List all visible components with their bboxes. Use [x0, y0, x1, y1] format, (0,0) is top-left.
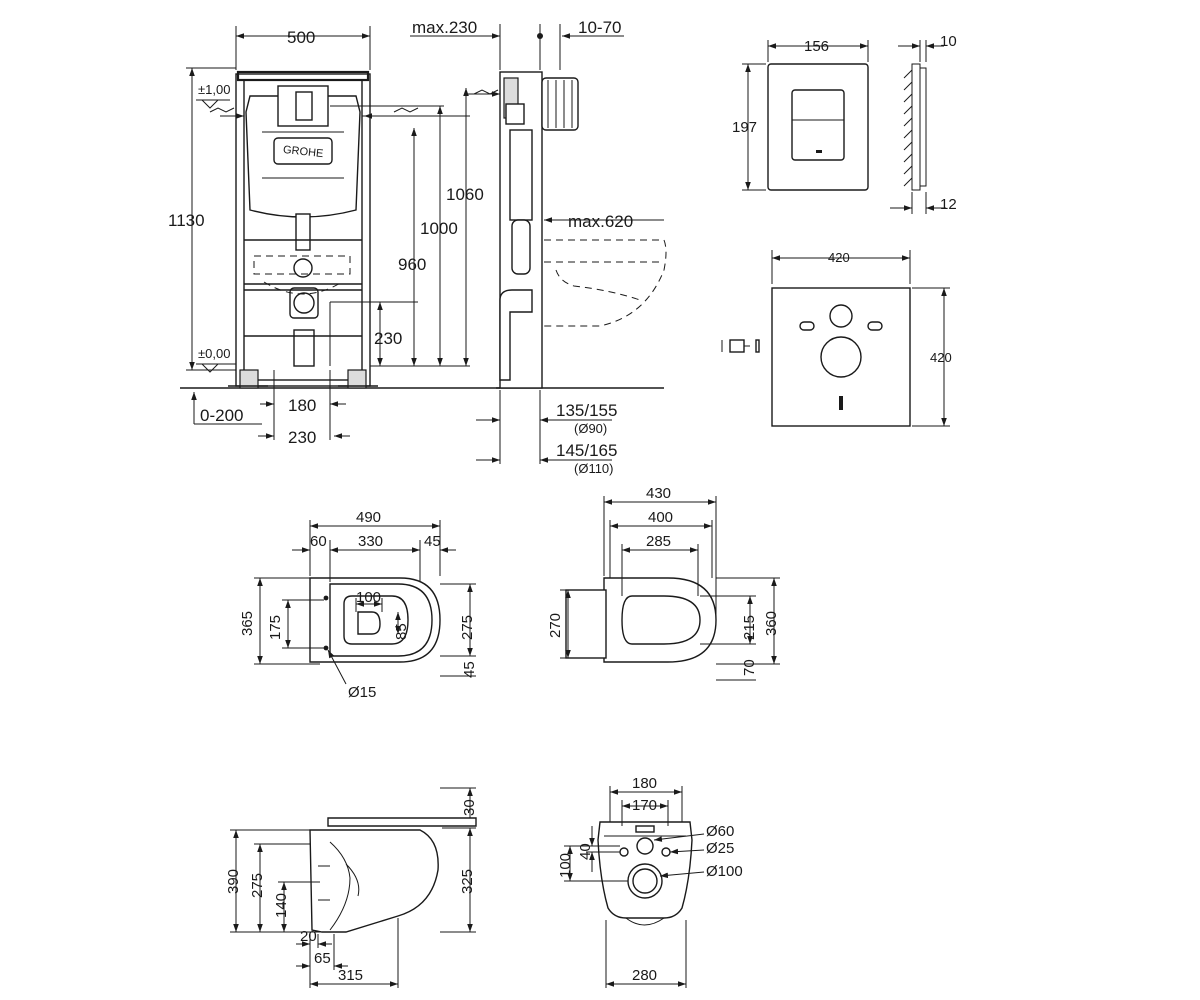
height-230-label: 230 [374, 329, 402, 348]
insulation-pad [721, 287, 911, 427]
top-45a-label: 45 [424, 533, 441, 550]
seat-430-label: 430 [646, 485, 671, 502]
level-floor-label: ±0,00 [198, 346, 230, 361]
seat-top-view [565, 577, 717, 663]
flush-plate-dimensions: 156 197 10 12 [732, 33, 957, 214]
plate-depth10-label: 10 [940, 33, 957, 50]
range1070-label: 10-70 [578, 18, 621, 37]
height-960-label: 960 [398, 255, 426, 274]
top-275-label: 275 [459, 615, 476, 640]
side-275-label: 275 [249, 873, 266, 898]
height-1060-label: 1060 [446, 185, 484, 204]
bowl-rear-view [597, 821, 693, 926]
brand-label: GROHE [282, 144, 323, 160]
seat-285-label: 285 [646, 533, 671, 550]
rear-280-label: 280 [632, 967, 657, 984]
flush-plate [767, 63, 927, 191]
seat-360-label: 360 [763, 611, 780, 636]
frame-side-dimensions: max.230 10-70 max.620 135/155 (Ø90) 145/… [410, 18, 664, 476]
top-330-label: 330 [358, 533, 383, 550]
seat-70-label: 70 [741, 659, 758, 676]
frame-dimensions: 500 1130 ±1,00 ±0,00 960 1000 1060 230 1… [168, 26, 484, 447]
plate-height-label: 197 [732, 119, 757, 136]
rear-100-label: Ø100 [706, 863, 743, 880]
width-180-label: 180 [288, 396, 316, 415]
rear-170-label: 170 [632, 797, 657, 814]
bowl-top-view [309, 577, 441, 663]
bowl-side-dimensions: 30 325 390 275 140 20 65 315 [225, 787, 478, 988]
frame-front-view [180, 70, 500, 389]
rear-40-label: 40 [577, 843, 594, 860]
side-140-label: 140 [273, 893, 290, 918]
offset-label: 0-200 [200, 406, 243, 425]
side-325-label: 325 [459, 869, 476, 894]
top-100-label: 100 [356, 589, 381, 606]
rear-60-label: Ø60 [706, 823, 734, 840]
d135-label: 135/155 [556, 401, 617, 420]
side-30-label: 30 [461, 799, 478, 816]
seat-215-label: 215 [741, 615, 758, 640]
pad-width-label: 420 [828, 250, 850, 265]
frame-side-view [464, 71, 667, 389]
d145-label: 145/165 [556, 441, 617, 460]
max620-label: max.620 [568, 212, 633, 231]
plate-width-label: 156 [804, 38, 829, 55]
top-15-label: Ø15 [348, 684, 376, 701]
seat-400-label: 400 [648, 509, 673, 526]
rear-100v-label: 100 [557, 853, 574, 878]
frame-height-label: 1130 [168, 211, 205, 230]
d135sub-label: (Ø90) [574, 421, 607, 436]
seat-top-dimensions: 430 400 285 270 215 360 70 [547, 485, 780, 681]
top-175-label: 175 [267, 615, 284, 640]
side-315-label: 315 [338, 967, 363, 984]
bowl-top-dimensions: 490 60 330 45 365 175 100 85 275 45 Ø15 [239, 509, 478, 701]
top-85-label: 85 [393, 623, 410, 640]
level-top-label: ±1,00 [198, 82, 230, 97]
side-390-label: 390 [225, 869, 242, 894]
rear-25-label: Ø25 [706, 840, 734, 857]
top-60-label: 60 [310, 533, 327, 550]
plate-depth12-label: 12 [940, 196, 957, 213]
d145sub-label: (Ø110) [574, 461, 614, 476]
width-230-label: 230 [288, 428, 316, 447]
height-1000-label: 1000 [420, 219, 458, 238]
side-65-label: 65 [314, 950, 331, 967]
bowl-side-view [309, 817, 477, 933]
top-365-label: 365 [239, 611, 256, 636]
pad-height-label: 420 [930, 350, 952, 365]
seat-270-label: 270 [547, 613, 564, 638]
rear-180-label: 180 [632, 775, 657, 792]
bowl-rear-dimensions: 180 170 Ø60 Ø25 Ø100 40 100 280 [557, 775, 743, 988]
top-45b-label: 45 [461, 661, 478, 678]
max230-label: max.230 [412, 18, 477, 37]
insulation-pad-dimensions: 420 420 [771, 250, 952, 427]
frame-width-label: 500 [287, 28, 315, 47]
side-20-label: 20 [300, 928, 317, 945]
top-490-label: 490 [356, 509, 381, 526]
